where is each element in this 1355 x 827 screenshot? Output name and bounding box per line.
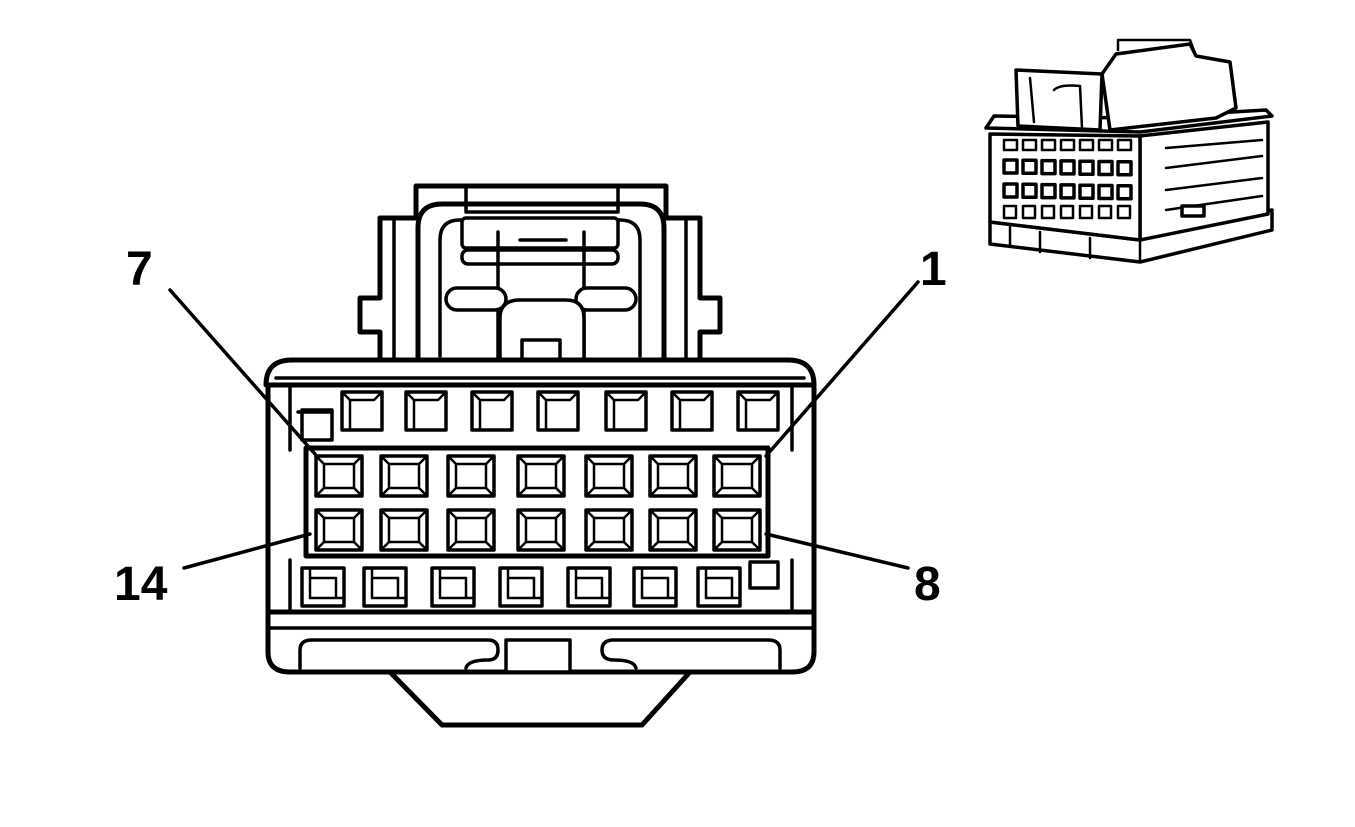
cavity-5	[446, 454, 496, 498]
iso-cavity	[1059, 183, 1076, 200]
pin-label-14: 14	[114, 558, 168, 611]
cavity-2	[648, 454, 698, 498]
top-latch-window	[670, 390, 714, 432]
cavity-1	[712, 454, 762, 498]
iso-bottom-window	[1078, 204, 1094, 220]
pin-label-8: 8	[914, 558, 941, 611]
iso-top-window	[1021, 138, 1038, 152]
terminal-frame	[303, 445, 771, 559]
leader-line-pin-1	[764, 280, 920, 458]
leader-line-pin-8	[764, 532, 910, 570]
latch-side-left	[444, 286, 508, 312]
top-latch-window	[340, 390, 384, 432]
leader-line-pin-7	[168, 288, 317, 456]
top-latch-window	[536, 390, 580, 432]
cavity-row-lower	[314, 508, 762, 552]
iso-cavity	[1021, 158, 1038, 176]
iso-top-window	[1116, 138, 1133, 152]
connector-isometric-view	[984, 38, 1274, 264]
connector-face-view	[263, 183, 817, 728]
bottom-latch-window	[696, 566, 742, 608]
cavity-row-upper	[314, 454, 762, 498]
cavity-10	[584, 508, 634, 552]
top-latch-window	[604, 390, 648, 432]
cavity-3	[584, 454, 634, 498]
iso-top-window	[1078, 138, 1095, 152]
iso-cavity	[1040, 182, 1057, 200]
bottom-latch-window	[498, 566, 544, 608]
cavity-12	[446, 508, 496, 552]
latch-frame	[415, 201, 667, 361]
pin-label-7: 7	[126, 243, 153, 296]
bottom-channel	[298, 638, 500, 670]
latch-lever-bar	[460, 248, 620, 266]
iso-bottom-window	[1021, 204, 1037, 220]
iso-top-window	[1002, 138, 1019, 152]
leader-line-pin-14	[182, 532, 312, 570]
iso-bottom-window	[1002, 204, 1018, 220]
bottom-center-key	[504, 638, 572, 674]
cavity-9	[648, 508, 698, 552]
top-flange	[263, 357, 817, 388]
iso-top-window	[1059, 138, 1076, 152]
top-latch-window	[470, 390, 514, 432]
polarization-key-bottom	[748, 560, 780, 590]
iso-cavity	[1078, 183, 1095, 200]
latch-housing	[357, 183, 723, 363]
iso-cavity	[1002, 182, 1019, 199]
cavity-14	[314, 508, 364, 552]
cavity-6	[379, 454, 429, 498]
top-latch-window	[404, 390, 448, 432]
bottom-latch-window	[632, 566, 678, 608]
iso-cavity	[1097, 159, 1114, 177]
iso-cavity	[1059, 159, 1076, 176]
cavity-11	[516, 508, 566, 552]
cavity-13	[379, 508, 429, 552]
iso-bottom-window	[1040, 204, 1056, 220]
bottom-latch-window	[300, 566, 346, 608]
bottom-latch-row	[300, 566, 742, 608]
latch-lever-top	[460, 216, 620, 250]
cavity-7	[314, 454, 364, 498]
iso-cavity	[1021, 182, 1038, 200]
iso-bottom-window	[1059, 204, 1075, 220]
iso-cavity	[1116, 184, 1133, 201]
bottom-latch-window	[430, 566, 476, 608]
top-latch-window	[736, 390, 780, 432]
connector-foot	[387, 669, 693, 728]
top-latch-row	[340, 390, 780, 432]
iso-top-window	[1040, 138, 1057, 152]
iso-cavity	[1097, 183, 1114, 201]
cavity-8	[712, 508, 762, 552]
cavity-4	[516, 454, 566, 498]
polarization-key-top	[300, 408, 334, 442]
iso-top-window	[1097, 138, 1114, 152]
pin-label-1: 1	[920, 243, 947, 296]
callout-leaders	[168, 280, 920, 570]
iso-cavity	[1078, 159, 1095, 176]
bottom-latch-window	[566, 566, 612, 608]
iso-bottom-window	[1097, 204, 1113, 220]
latch-side-right	[574, 286, 638, 312]
bottom-latch-window	[362, 566, 408, 608]
iso-bottom-window	[1116, 204, 1132, 220]
iso-cavities	[1002, 138, 1133, 220]
iso-cavity	[1116, 160, 1133, 177]
iso-cavity	[1002, 158, 1019, 175]
iso-cavity	[1040, 158, 1057, 176]
